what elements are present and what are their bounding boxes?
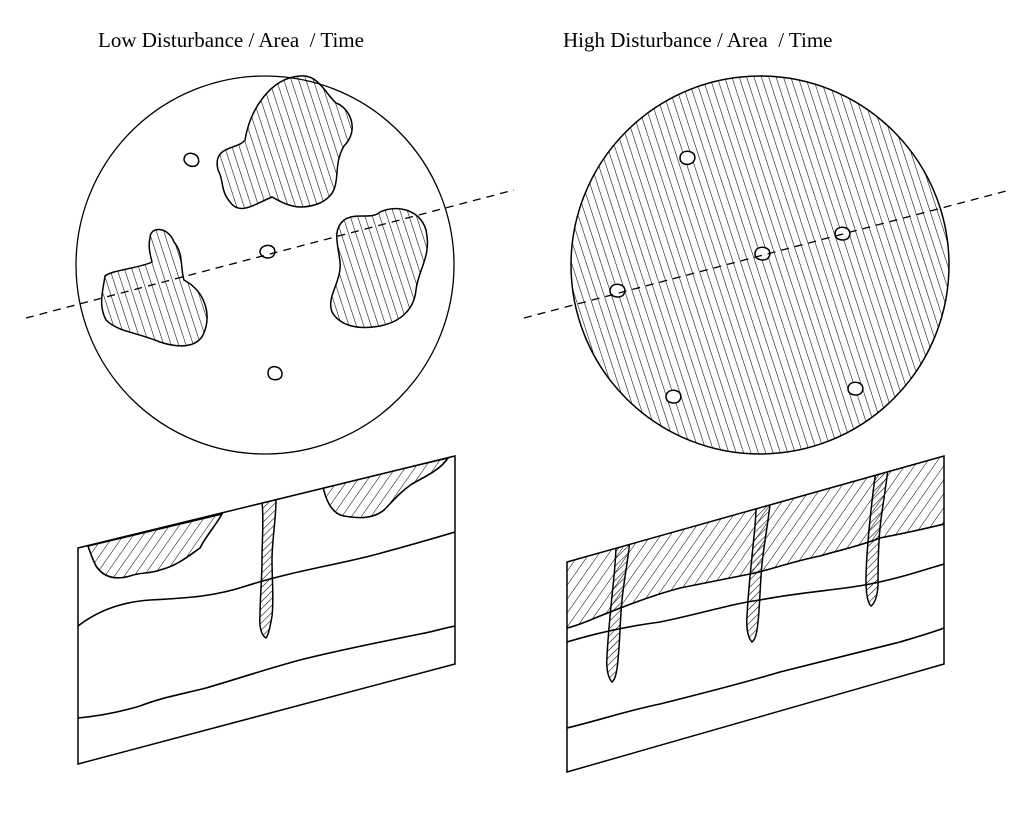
left-stone — [267, 365, 283, 381]
left-disturbed-patch-top — [216, 75, 353, 210]
right-plan-circle — [570, 75, 950, 455]
right-stone — [665, 389, 682, 404]
right-root-channel — [606, 538, 631, 683]
left-disturbed-patch-right — [329, 207, 429, 329]
right-stone — [847, 381, 864, 396]
left-plan-circle — [75, 75, 455, 455]
left-plan-view — [25, 75, 515, 455]
left-horizon-upper — [78, 531, 455, 627]
left-transect-line — [25, 189, 515, 319]
left-section-patch — [322, 456, 450, 519]
right-horizon-lower — [567, 627, 944, 729]
left-cross-section — [77, 455, 456, 765]
right-panel-title: High Disturbance / Area / Time — [563, 28, 833, 52]
right-root-channel — [746, 502, 771, 643]
right-stone — [679, 150, 696, 166]
left-horizon-lower — [78, 625, 455, 719]
left-stone — [259, 244, 276, 259]
right-cross-section — [566, 455, 945, 773]
left-section-patch — [86, 512, 224, 579]
right-stone — [609, 283, 626, 298]
left-disturbed-patch-left — [100, 228, 208, 347]
right-plan-view — [523, 75, 1011, 455]
left-section-frame — [77, 455, 456, 765]
left-stone — [183, 152, 200, 168]
left-root-channel — [259, 499, 277, 639]
left-panel-title: Low Disturbance / Area / Time — [98, 28, 364, 52]
right-section-frame — [566, 455, 945, 773]
right-root-channel — [865, 467, 889, 607]
